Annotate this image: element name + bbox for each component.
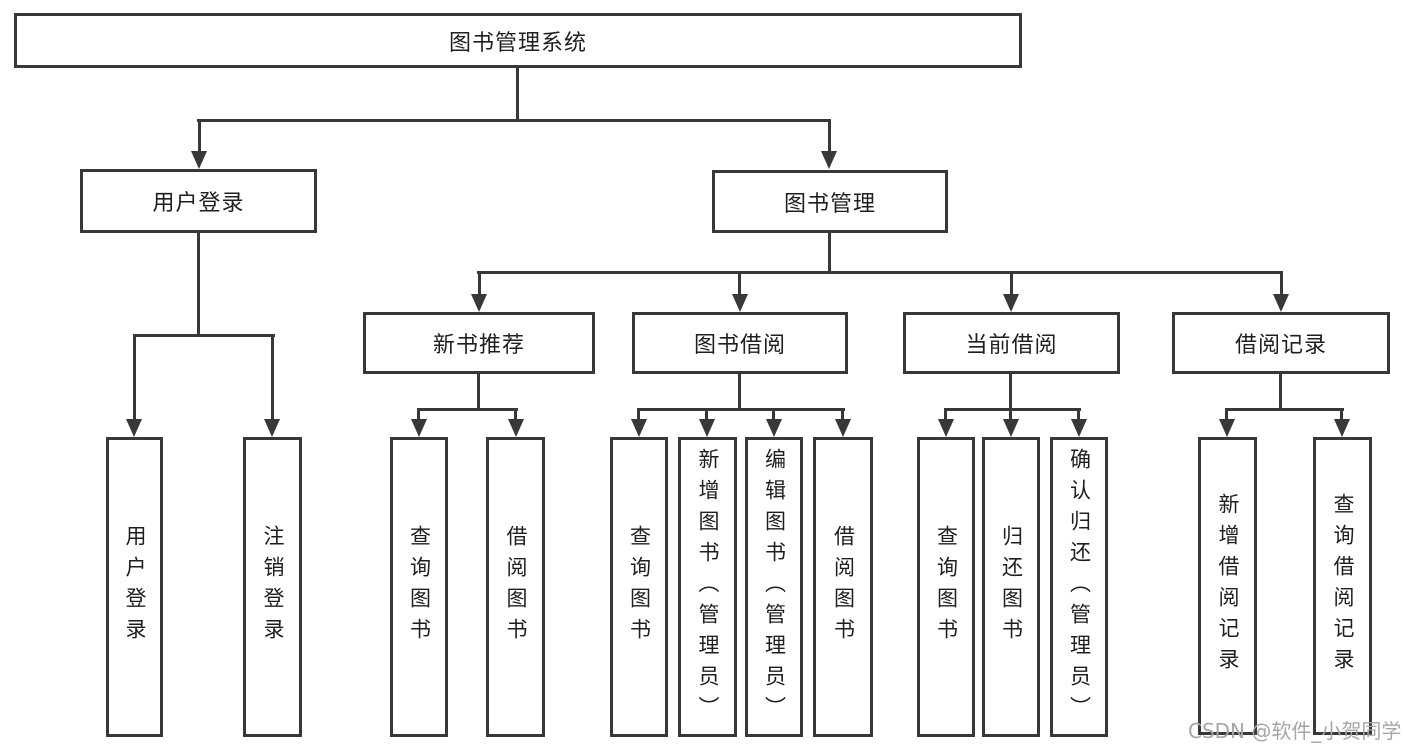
leaf-bb-query-book-label: 查询图书	[627, 525, 652, 649]
leaf-nbr-query-book-label: 查询图书	[407, 525, 432, 649]
connector-line	[772, 408, 775, 421]
arrow-down-icon	[1273, 294, 1289, 312]
leaf-bb-borrow-book: 借阅图书	[813, 437, 873, 737]
arrow-down-icon	[126, 419, 142, 437]
arrow-down-icon	[938, 419, 954, 437]
leaf-logout-login-label: 注销登录	[261, 525, 285, 649]
leaf-bb-edit-book-admin: 编辑图书（管理员）	[745, 437, 803, 737]
arrow-down-icon	[411, 419, 427, 437]
node-book-borrow: 图书借阅	[632, 312, 848, 374]
leaf-bb-add-book-admin-label: 新增图书（管理员）	[696, 447, 720, 727]
leaf-cb-return-book: 归还图书	[982, 437, 1040, 737]
arrow-down-icon	[1219, 419, 1235, 437]
connector-line	[828, 119, 831, 152]
connector-line	[1009, 408, 1012, 421]
connector-line	[1077, 408, 1080, 421]
node-book-management-label: 图书管理	[783, 191, 876, 217]
node-user-login: 用户登录	[80, 169, 317, 233]
arrow-down-icon	[471, 294, 487, 312]
leaf-cb-query-book: 查询图书	[917, 437, 975, 737]
node-borrow-record: 借阅记录	[1172, 312, 1390, 374]
arrow-down-icon	[264, 419, 280, 437]
leaf-bb-borrow-book-label: 借阅图书	[831, 525, 856, 649]
connector-line	[828, 233, 831, 274]
node-root-label: 图书管理系统	[448, 30, 587, 56]
arrow-down-icon	[1071, 419, 1087, 437]
node-user-login-label: 用户登录	[152, 191, 245, 216]
leaf-br-query-record-label: 查询借阅记录	[1331, 493, 1355, 679]
node-new-book-recommend-label: 新书推荐	[432, 333, 525, 358]
arrow-down-icon	[766, 419, 782, 437]
connector-line	[944, 408, 1081, 411]
leaf-nbr-borrow-book-label: 借阅图书	[504, 525, 528, 649]
leaf-cb-confirm-return-admin-label: 确认归还（管理员）	[1067, 447, 1092, 727]
node-book-management: 图书管理	[712, 170, 948, 233]
connector-line	[477, 374, 480, 410]
connector-line	[514, 408, 517, 421]
connector-line	[417, 408, 420, 421]
connector-line	[133, 334, 275, 337]
leaf-user-login: 用户登录	[106, 437, 163, 737]
leaf-bb-add-book-admin: 新增图书（管理员）	[678, 437, 737, 737]
leaf-logout-login: 注销登录	[243, 437, 302, 737]
connector-line	[516, 68, 519, 121]
leaf-br-add-record-label: 新增借阅记录	[1216, 493, 1240, 679]
connector-line	[1279, 374, 1282, 410]
arrow-down-icon	[1003, 419, 1019, 437]
connector-line	[1340, 408, 1343, 421]
arrow-down-icon	[1003, 294, 1019, 312]
connector-line	[197, 119, 831, 122]
node-book-borrow-label: 图书借阅	[693, 333, 786, 358]
arrow-down-icon	[508, 419, 524, 437]
connector-line	[1010, 271, 1013, 297]
connector-line	[478, 271, 481, 297]
leaf-nbr-query-book: 查询图书	[390, 437, 448, 737]
connector-line	[1225, 408, 1344, 411]
node-root: 图书管理系统	[14, 13, 1022, 68]
leaf-cb-confirm-return-admin: 确认归还（管理员）	[1050, 437, 1108, 737]
connector-line	[738, 271, 741, 297]
leaf-user-login-label: 用户登录	[123, 525, 147, 649]
leaf-cb-return-book-label: 归还图书	[999, 525, 1024, 649]
connector-line	[1009, 374, 1012, 410]
connector-line	[841, 408, 844, 421]
leaf-br-add-record: 新增借阅记录	[1198, 437, 1257, 735]
connector-line	[133, 334, 136, 420]
connector-line	[1225, 408, 1228, 421]
node-new-book-recommend: 新书推荐	[363, 312, 595, 374]
watermark-text: CSDN @软件_小贺同学	[1188, 719, 1402, 743]
arrow-down-icon	[699, 419, 715, 437]
arrow-down-icon	[1334, 419, 1350, 437]
arrow-down-icon	[191, 151, 207, 169]
connector-line	[197, 233, 200, 336]
leaf-bb-query-book: 查询图书	[610, 437, 668, 737]
arrow-down-icon	[835, 419, 851, 437]
connector-line	[417, 408, 518, 411]
connector-line	[637, 408, 845, 411]
leaf-br-query-record: 查询借阅记录	[1313, 437, 1372, 735]
connector-line	[738, 374, 741, 410]
connector-line	[271, 334, 274, 420]
connector-line	[705, 408, 708, 421]
leaf-nbr-borrow-book: 借阅图书	[486, 437, 545, 737]
node-current-borrow: 当前借阅	[903, 312, 1120, 374]
node-current-borrow-label: 当前借阅	[965, 333, 1058, 358]
node-borrow-record-label: 借阅记录	[1234, 333, 1327, 358]
connector-line	[637, 408, 640, 421]
connector-line	[477, 271, 1283, 274]
arrow-down-icon	[732, 294, 748, 312]
connector-line	[198, 119, 201, 152]
leaf-bb-edit-book-admin-label: 编辑图书（管理员）	[762, 447, 787, 727]
arrow-down-icon	[631, 419, 647, 437]
connector-line	[944, 408, 947, 421]
arrow-down-icon	[821, 151, 837, 169]
leaf-cb-query-book-label: 查询图书	[934, 525, 959, 649]
connector-line	[1280, 271, 1283, 297]
